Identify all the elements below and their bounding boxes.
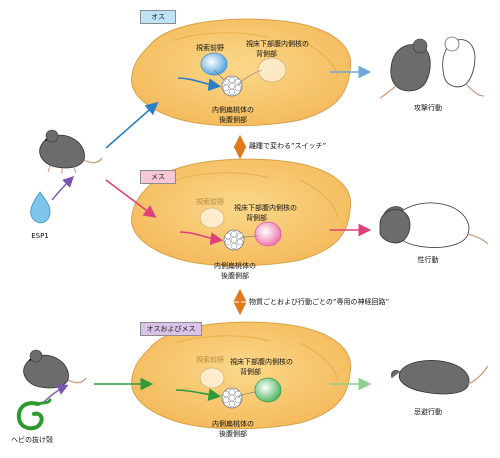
esp1-drop-icon: [30, 191, 51, 224]
vmh-label-female: 視床下部腹内側核の: [234, 204, 297, 212]
vmh-female: [254, 221, 282, 247]
male-tag: オス: [140, 10, 176, 24]
mice-sexual: [379, 202, 489, 248]
preoptic-area-male: [200, 52, 228, 76]
mouse-left-bottom: [23, 349, 87, 389]
mea-label2-male: 後腹側部: [219, 116, 247, 124]
mea-label2-female: 後腹側部: [221, 272, 249, 280]
mice-attack: [379, 36, 485, 99]
avoid-label: 忌避行動: [414, 408, 442, 416]
vmh-male: [257, 57, 287, 83]
preoptic-label-male: 視索前野: [196, 44, 224, 52]
esp1-label: ESP1: [31, 232, 49, 240]
both-tag: オスおよびメス: [140, 322, 202, 336]
circuit-note: 物質ごとおよび行動ごとの”専用の神経回路”: [249, 298, 390, 306]
preoptic-area-female: [199, 207, 225, 229]
vmh-label2-male: 背側部: [256, 50, 277, 58]
vmh-both: [254, 377, 282, 403]
vmh-label-both: 視床下部腹内側核の: [230, 358, 293, 366]
brain-both: [131, 321, 352, 430]
mea-label-female: 内側扁桃体の: [214, 262, 256, 270]
snake-skin-icon: [16, 398, 52, 431]
switch-note: 離踵で変わる”スイッチ”: [249, 142, 327, 150]
preoptic-label-both: 視索前野: [196, 356, 224, 364]
vmh-label2-female: 背側部: [246, 214, 267, 222]
mea-label-both: 内側扁桃体の: [212, 420, 254, 428]
mouse-avoid: [391, 360, 489, 395]
brain-female: [131, 158, 352, 267]
mea-label2-both: 後腹側部: [219, 430, 247, 438]
snake-label: ヘビの抜け殻: [11, 436, 53, 444]
attack-label: 攻撃行動: [414, 104, 442, 112]
preoptic-area-both: [199, 367, 225, 389]
brain-male: [131, 18, 352, 127]
preoptic-label-female: 視索前野: [196, 198, 224, 206]
female-tag: メス: [140, 170, 176, 184]
sexual-label: 性行動: [417, 256, 439, 264]
mea-label-male: 内側扁桃体の: [212, 106, 254, 114]
vmh-label-male: 視床下部腹内側核の: [246, 40, 309, 48]
vmh-label2-both: 背側部: [240, 368, 261, 376]
mouse-left-top: [39, 129, 103, 174]
